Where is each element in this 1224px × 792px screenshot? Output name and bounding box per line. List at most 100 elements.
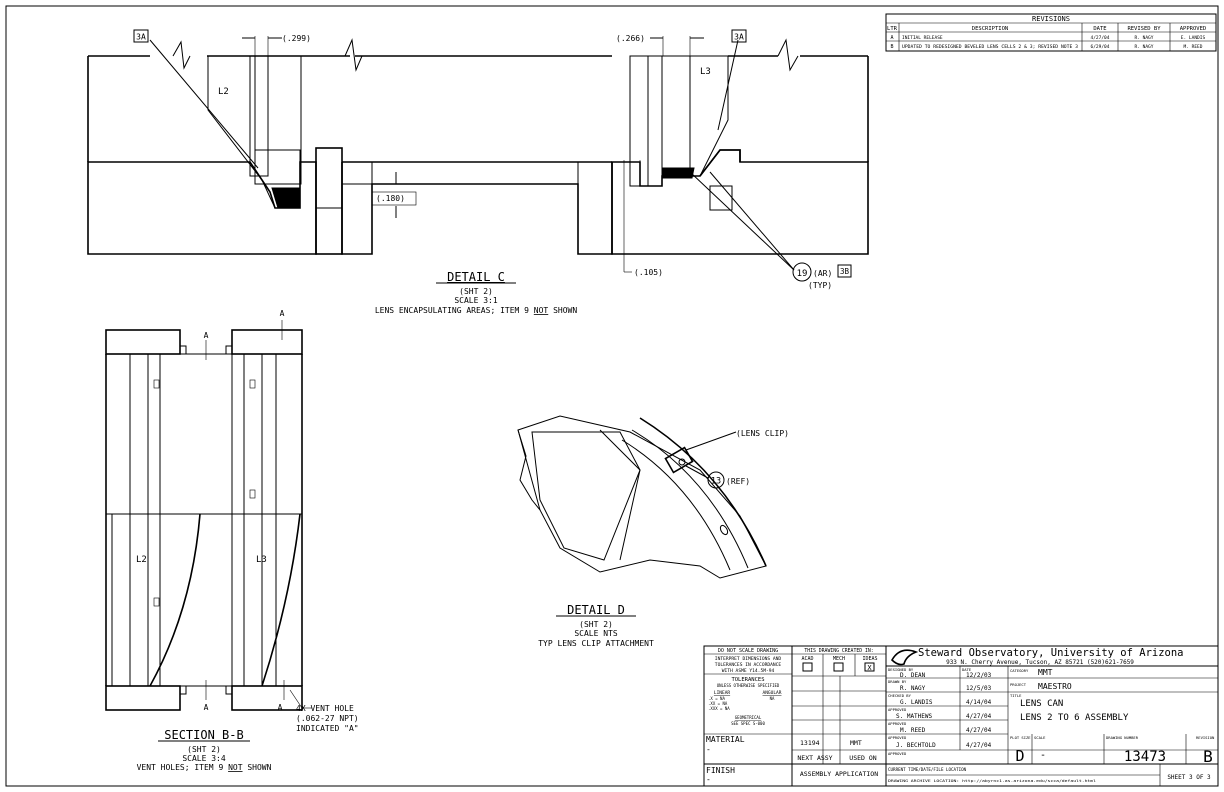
tb-org-address: 933 N. Cherry Avenue, Tucson, AZ 85721 (… xyxy=(946,659,1134,666)
section-bb-vent-indicated: INDICATED "A" xyxy=(296,724,359,733)
tb-linear: LINEAR xyxy=(714,690,731,696)
tb-checked-date: 4/14/04 xyxy=(966,699,992,706)
tb-see-spec: SEE SPEC S-000 xyxy=(731,721,765,726)
revision-row-revised-by: R. NAGY xyxy=(1135,35,1154,41)
revisions-table: REVISIONS LTR DESCRIPTION DATE REVISED B… xyxy=(885,13,1217,52)
detail-d-note: TYP LENS CLIP ATTACHMENT xyxy=(538,639,654,648)
detail-c-note-3b: 3B xyxy=(840,267,850,276)
detail-c-balloon-right: 3A xyxy=(734,33,744,42)
section-bb-sheet: (SHT 2) xyxy=(187,745,221,754)
tb-project: MAESTRO xyxy=(1038,682,1072,691)
tb-title-label: TITLE xyxy=(1010,693,1022,698)
section-bb-mark-a: A xyxy=(204,703,209,712)
tb-checked-by-label: CHECKED BY xyxy=(888,693,912,698)
tb-finish: FINISH xyxy=(706,766,735,775)
detail-c-note: LENS ENCAPSULATING AREAS; ITEM 9 NOT SHO… xyxy=(375,306,577,315)
detail-c-view: 3A 3A (.299) (.266) (.180) (.105) L2 L3 … xyxy=(87,29,869,315)
tb-tolerances: TOLERANCES xyxy=(731,677,764,683)
tb-title-1: LENS CAN xyxy=(1020,699,1063,709)
tb-revision-label: REVISION xyxy=(1196,735,1215,740)
tb-drawn-date: 12/5/03 xyxy=(966,685,992,692)
tb-approved-label: APPROVED xyxy=(888,707,907,712)
section-bb-note: VENT HOLES; ITEM 9 NOT SHOWN xyxy=(137,763,272,772)
revision-row-revised-by: R. NAGY xyxy=(1135,44,1154,50)
tb-next-assy-number: 13194 xyxy=(800,739,820,747)
revisions-header-approved: APPROVED xyxy=(1180,26,1207,32)
tb-tol-ang: NA xyxy=(770,696,775,701)
tb-created-in: THIS DRAWING CREATED IN: xyxy=(804,648,873,654)
tb-mech-checkbox[interactable] xyxy=(833,662,844,672)
section-bb-lens-l2: L2 xyxy=(136,555,147,565)
tb-acad-checkbox[interactable] xyxy=(802,662,813,672)
tb-next-assy: NEXT ASSY xyxy=(797,754,832,762)
tb-geometric: GEOMETRICAL xyxy=(735,715,762,720)
tb-angular: ANGULAR xyxy=(763,690,782,696)
revision-row-description: UPDATED TO REDESIGNED BEVELED LENS CELLS… xyxy=(902,44,1078,50)
revision-row-ltr: A xyxy=(890,35,893,41)
tb-approved-2-date: 4/27/04 xyxy=(966,727,992,734)
tb-plot-size: D xyxy=(1015,747,1024,765)
section-bb-mark-a: A xyxy=(280,309,285,318)
detail-d-lens-clip: (LENS CLIP) xyxy=(736,429,789,438)
tb-category: MMT xyxy=(1038,668,1053,677)
detail-c-item-typ: (TYP) xyxy=(808,281,832,290)
detail-c-dim-105: (.105) xyxy=(634,268,663,277)
section-bb-mark-a: A xyxy=(278,703,283,712)
detail-d-title: DETAIL D xyxy=(567,603,625,617)
tb-steward-logo-icon xyxy=(891,649,919,666)
tb-do-not-scale: DO NOT SCALE DRAWING xyxy=(718,648,778,654)
tb-approved-label: APPROVED xyxy=(888,735,907,740)
tb-approved-2: M. REED xyxy=(900,727,926,734)
tb-designed-by: D. DEAN xyxy=(900,672,926,679)
tb-interpret-3: WITH ASME Y14.5M-94 xyxy=(722,668,775,674)
revision-row-date: 4/27/04 xyxy=(1091,35,1110,41)
tb-ideas: IDEAS xyxy=(862,656,877,662)
sheet-border xyxy=(5,5,1219,787)
tb-title-2: LENS 2 TO 6 ASSEMBLY xyxy=(1020,713,1129,723)
revisions-header-date: DATE xyxy=(1093,26,1106,32)
tb-file-location: CURRENT TIME/DATE/FILE LOCATION xyxy=(888,767,967,772)
revision-row-ltr: B xyxy=(890,44,893,50)
tb-ideas-mark: X xyxy=(867,664,872,672)
revisions-header-description: DESCRIPTION xyxy=(972,26,1008,32)
revision-row-approved: M. REED xyxy=(1184,44,1203,50)
tb-assembly-application: ASSEMBLY APPLICATION xyxy=(800,770,878,778)
tb-plot-size-label: PLOT SIZE xyxy=(1010,735,1031,740)
section-bb-lens-l3: L3 xyxy=(256,555,267,565)
tb-drawn-by: R. NAGY xyxy=(900,685,926,692)
tb-mech: MECH xyxy=(833,656,845,662)
tb-org-name: Steward Observatory, University of Arizo… xyxy=(918,647,1184,659)
tb-tol-xx: .XX = NA xyxy=(708,701,728,706)
detail-c-sheet: (SHT 2) xyxy=(459,287,493,296)
detail-d-sheet: (SHT 2) xyxy=(579,620,613,629)
tb-interpret-1: INTERPRET DIMENSIONS AND xyxy=(715,656,782,662)
section-bb-mark-a: A xyxy=(204,331,209,340)
section-bb-vent-hole: 4X VENT HOLE xyxy=(296,704,354,713)
tb-tol-xxx: .XXX = NA xyxy=(708,706,730,711)
tb-scale-label: SCALE xyxy=(1034,735,1046,740)
tb-designed-by-label: DESIGNED BY xyxy=(888,667,914,672)
tb-archive-location: DRAWING ARCHIVE LOCATION: http://abyrnc1… xyxy=(888,779,1096,783)
tb-ideas-checkbox[interactable] xyxy=(864,662,875,672)
detail-c-dim-299: (.299) xyxy=(282,34,311,43)
tb-sheet-number: SHEET 3 OF 3 xyxy=(1167,774,1211,781)
section-bb-view: A A A A L2 L3 4X VENT HOLE (.062-27 NPT)… xyxy=(105,309,359,772)
detail-c-item-19: 19 xyxy=(797,269,808,279)
tb-acad: ACAD xyxy=(801,656,813,662)
tb-project-label: PROJECT xyxy=(1010,682,1027,687)
tb-checked-by: G. LANDIS xyxy=(900,699,933,706)
tb-interpret-2: TOLERANCES IN ACCORDANCE xyxy=(715,662,782,668)
tb-material: MATERIAL xyxy=(706,735,745,744)
revision-row-description: INITIAL RELEASE xyxy=(902,35,943,41)
tb-tol-x: .X = NA xyxy=(708,696,725,701)
section-bb-vent-thread: (.062-27 NPT) xyxy=(296,714,359,723)
tb-category-label: CATEGORY xyxy=(1010,668,1029,673)
tb-approved-label: APPROVED xyxy=(888,751,907,756)
section-bb-scale: SCALE 3:4 xyxy=(182,754,226,763)
tb-approved-1-date: 4/27/04 xyxy=(966,713,992,720)
tb-used-on: USED ON xyxy=(849,754,876,762)
detail-d-item-13: 13 xyxy=(711,477,721,487)
tb-drawing-number: 13473 xyxy=(1124,749,1166,765)
revisions-header-ltr: LTR xyxy=(887,26,898,32)
revision-row-approved: E. LANDIS xyxy=(1181,35,1206,41)
